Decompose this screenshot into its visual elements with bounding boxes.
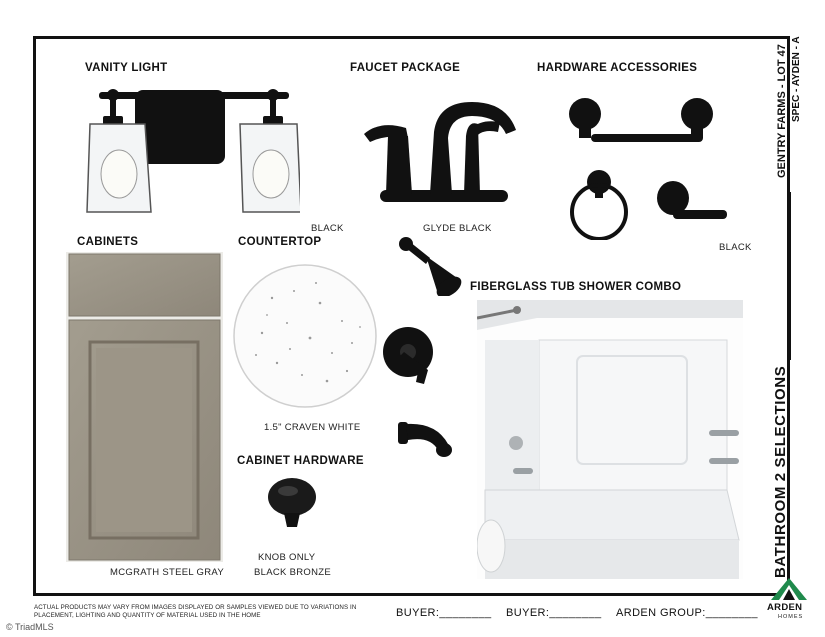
brand-sub: HOMES — [778, 614, 804, 620]
shower-valve-image — [383, 327, 433, 384]
disclaimer: ACTUAL PRODUCTS MAY VARY FROM IMAGES DIS… — [34, 604, 357, 619]
tub-spout-image — [398, 422, 452, 457]
robe-hook-image — [657, 181, 727, 219]
selection-sheet — [33, 36, 790, 596]
room-title: BATHROOM 2 SELECTIONS — [772, 365, 789, 578]
hardware-accessories-title: HARDWARE ACCESSORIES — [537, 62, 698, 74]
cabinet-hardware-finish-1: KNOB ONLY — [258, 552, 316, 563]
countertop-finish: 1.5" CRAVEN WHITE — [264, 422, 361, 433]
vanity-light-title: VANITY LIGHT — [85, 62, 168, 74]
towel-bar-image — [569, 98, 713, 142]
faucet-finish: GLYDE BLACK — [423, 223, 492, 234]
brand-name: ARDEN — [767, 602, 803, 613]
arden-logo — [771, 578, 807, 600]
project-name: GENTRY FARMS - LOT 47 — [776, 44, 788, 178]
cabinets-finish: MCGRATH STEEL GRAY — [110, 567, 224, 578]
cabinet-door-image — [66, 252, 223, 562]
buyer-signature-2: BUYER:________ — [506, 607, 602, 619]
hardware-accessories-finish: BLACK — [719, 242, 752, 253]
towel-ring-image — [570, 170, 628, 240]
countertop-title: COUNTERTOP — [238, 236, 322, 248]
watermark: © TriadMLS — [6, 622, 54, 632]
faucet-package-title: FAUCET PACKAGE — [350, 62, 461, 74]
faucet-image — [364, 102, 516, 202]
tub-shower-photo — [477, 300, 743, 579]
sidebar-divider — [789, 192, 791, 360]
knob-image — [268, 478, 316, 527]
cabinets-title: CABINETS — [77, 236, 139, 248]
builder-signature: ARDEN GROUP:________ — [616, 607, 758, 619]
vanity-light-image — [86, 89, 300, 213]
plan-name: SPEC - AYDEN - A — [791, 36, 802, 122]
vanity-light-finish: BLACK — [311, 223, 344, 234]
cabinet-hardware-title: CABINET HARDWARE — [237, 455, 364, 467]
cabinet-hardware-finish-2: BLACK BRONZE — [254, 567, 331, 578]
buyer-signature-1: BUYER:________ — [396, 607, 492, 619]
shower-head-image — [399, 237, 462, 296]
tub-shower-title: FIBERGLASS TUB SHOWER COMBO — [470, 281, 682, 293]
countertop-sample-image — [233, 264, 377, 408]
